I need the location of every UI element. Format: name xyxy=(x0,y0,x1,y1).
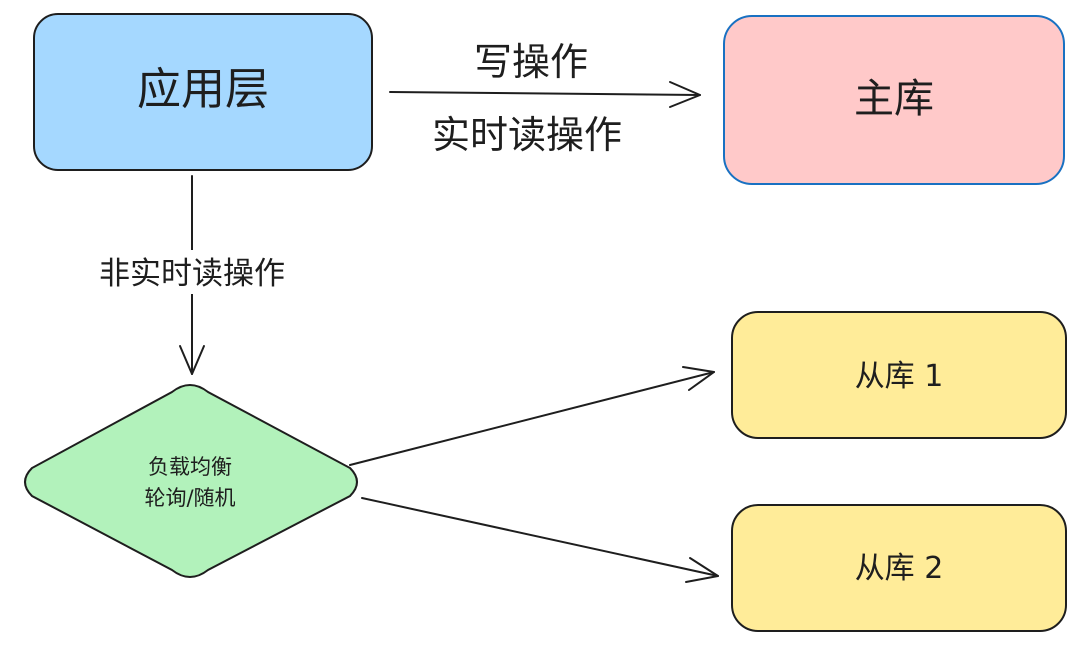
non-realtime-read-label: 非实时读操作 xyxy=(99,256,285,292)
write-arrow-head xyxy=(669,81,701,108)
load-balancer-line1: 负载均衡 xyxy=(148,455,232,479)
app-layer-label: 应用层 xyxy=(137,64,269,115)
lb-to-replica1-head xyxy=(682,366,715,391)
lb-to-replica2-arrow xyxy=(361,497,719,583)
load-balancer-node: 负载均衡 轮询/随机 xyxy=(24,384,358,578)
primary-db-node: 主库 xyxy=(723,15,1065,185)
non-realtime-read-label-bg xyxy=(78,250,306,294)
non-realtime-read-arrow-head xyxy=(179,345,205,375)
lb-to-replica1-line xyxy=(349,371,715,466)
write-operation-label: 写操作 xyxy=(474,40,588,84)
lb-to-replica2-head xyxy=(685,557,719,583)
write-arrow-line xyxy=(389,91,701,96)
load-balancer-line2: 轮询/随机 xyxy=(144,486,235,510)
replica-2-label: 从库 2 xyxy=(855,551,944,586)
load-balancer-diamond xyxy=(24,384,358,578)
app-layer-node: 应用层 xyxy=(33,13,373,171)
replica-2-node: 从库 2 xyxy=(731,504,1067,632)
primary-db-box xyxy=(723,15,1065,185)
replica-2-box xyxy=(731,504,1067,632)
realtime-read-label: 实时读操作 xyxy=(432,113,622,157)
replica-1-box xyxy=(731,311,1067,439)
primary-db-label: 主库 xyxy=(854,76,934,122)
lb-to-replica1-arrow xyxy=(349,366,715,466)
replica-1-label: 从库 1 xyxy=(855,359,944,394)
write-arrow xyxy=(389,81,701,108)
app-layer-box xyxy=(33,13,373,171)
lb-to-replica2-line xyxy=(361,497,719,577)
replica-1-node: 从库 1 xyxy=(731,311,1067,439)
